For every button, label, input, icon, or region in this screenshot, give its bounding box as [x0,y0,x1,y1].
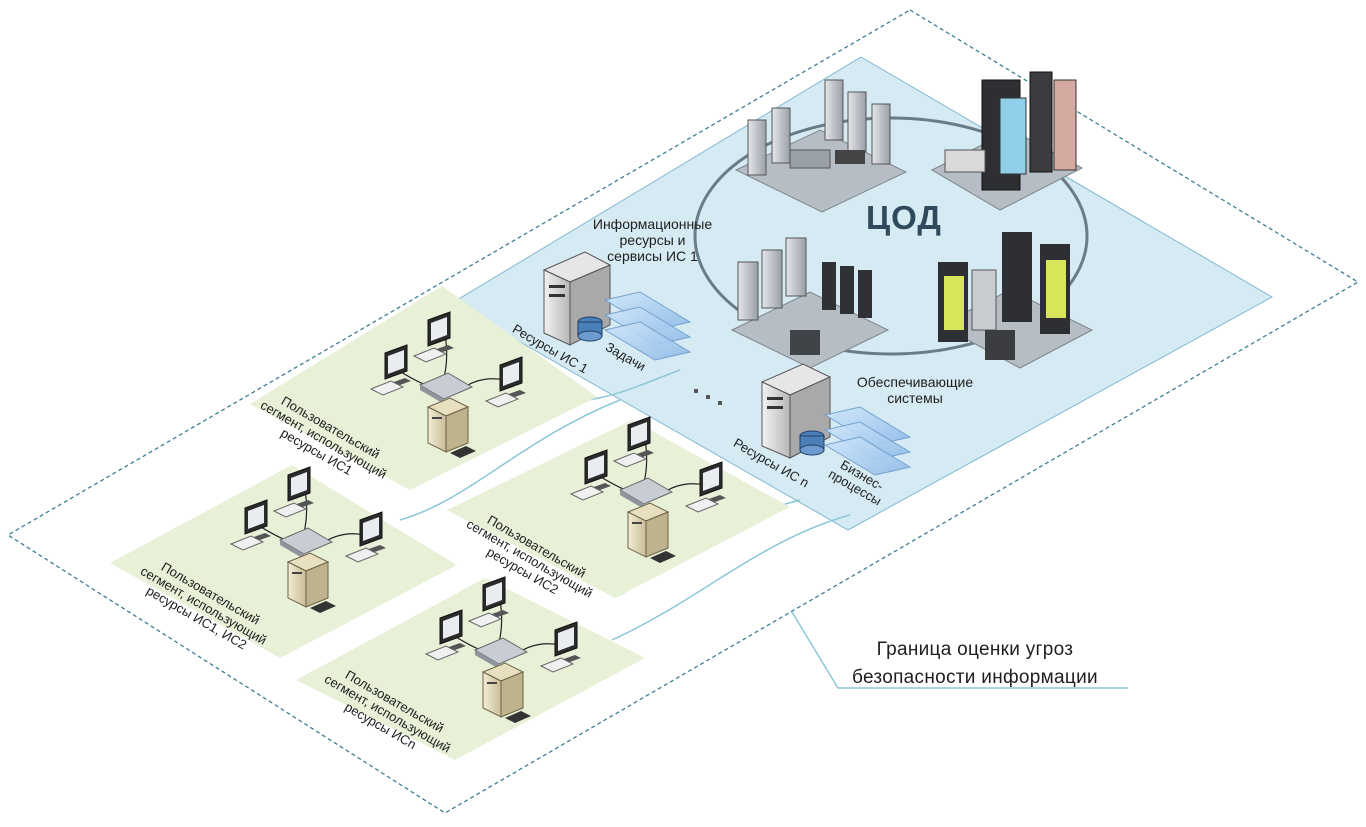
pc-tower-icon [426,397,470,453]
segment-zone-2 [110,465,457,658]
monitor-icon [484,356,526,408]
switch-icon [618,477,674,509]
pc-tower-icon [481,662,525,718]
threat-boundary [6,9,1360,814]
keyboard-icon [505,711,531,723]
monitor-icon [467,576,509,628]
monitor-icon [612,416,654,468]
support-systems-line-2: системы [887,390,943,406]
dc-room-top [734,79,908,213]
support-systems-line-1: Обеспечивающие [856,374,974,390]
workstation-cluster-4 [424,576,581,723]
dc-title: ЦОД [866,199,942,236]
monitor-icon [684,461,726,513]
pc-tower-icon [626,502,670,558]
dc-room-top-right [930,71,1084,211]
business-process-stack-icon [823,406,912,476]
pc-tower-icon [286,552,330,608]
workstation-cluster-2 [229,466,386,613]
boundary-caption: Граница оценки угроз безопасности информ… [852,636,1098,692]
database-icon [577,316,603,342]
keyboard-icon [650,551,676,563]
segment-zone-4 [296,578,645,760]
tasks-stack-icon [603,291,692,361]
more-dots [694,389,722,405]
keyboard-icon [310,601,336,613]
workstation-cluster-1 [369,311,526,458]
monitor-icon [272,466,314,518]
info-resources-label: Информационные ресурсы и сервисы ИС 1 [580,216,725,264]
info-resources-line-3: сервисы ИС 1 [607,248,698,264]
segment-zone-3 [447,420,790,598]
monitor-icon [229,499,271,551]
monitor-icon [569,449,611,501]
monitor-icon [539,621,581,673]
monitor-icon [412,311,454,363]
monitor-icon [424,609,466,661]
workstations [229,311,726,723]
dc-room-bottom-right [938,232,1094,369]
workstation-cluster-3 [569,416,726,563]
dc-ring [693,116,1089,356]
boundary-caption-line-1: Граница оценки угроз [876,639,1074,660]
boundary-caption-line-2: безопасности информации [852,667,1098,688]
support-systems-label: Обеспечивающие системы [840,374,990,406]
info-resources-line-2: ресурсы и [619,232,686,248]
monitor-icon [344,511,386,563]
info-resources-line-1: Информационные [592,216,713,232]
dc-room-bottom-left [730,237,890,369]
switch-icon [278,527,334,559]
switch-icon [473,637,529,669]
database-icon-2 [799,430,825,456]
keyboard-icon [450,446,476,458]
monitor-icon [369,344,411,396]
switch-icon [418,372,474,404]
